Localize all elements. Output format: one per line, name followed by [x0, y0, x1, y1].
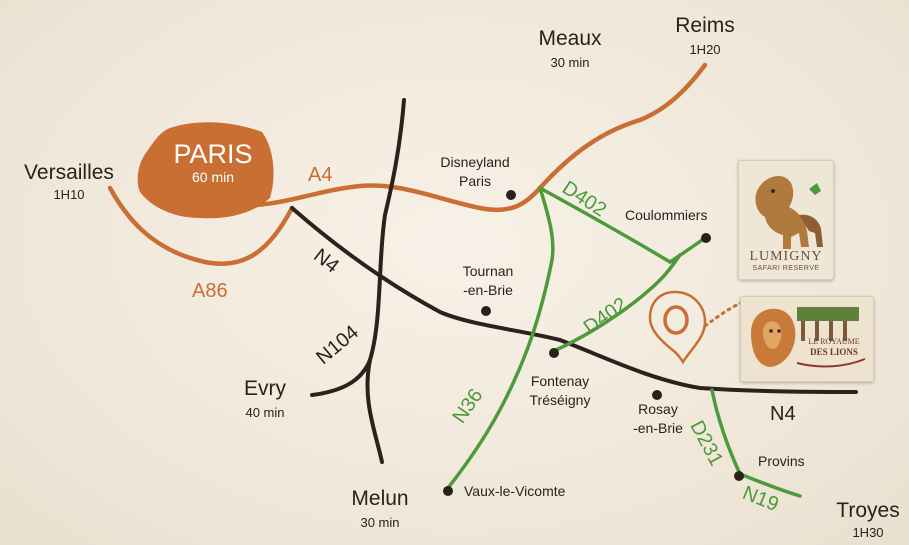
place-line: Fontenay	[530, 373, 590, 389]
royaume-des-lions-logo[interactable]: LE ROYAUME DES LIONS	[740, 296, 874, 382]
lumigny-subtitle: SAFARI RESERVE	[752, 265, 820, 272]
city-evry[interactable]: Evry 40 min	[225, 377, 305, 421]
road-label-a4: A4	[308, 164, 333, 186]
lumigny-title: LUMIGNY	[749, 249, 823, 264]
city-name: Versailles	[24, 161, 114, 184]
city-time: 1H10	[53, 187, 85, 203]
city-name: Evry	[244, 377, 286, 400]
royaume-subtitle: DES LIONS	[810, 347, 858, 357]
city-name: Reims	[675, 14, 735, 37]
city-time: 30 min	[360, 515, 400, 531]
place-disneyland[interactable]: Disneyland Paris	[430, 155, 520, 188]
paris-area	[137, 122, 274, 219]
road-n36	[446, 186, 555, 490]
place-rosay[interactable]: Rosay -en-Brie	[618, 402, 698, 435]
place-fontenay[interactable]: Fontenay Tréséigny	[520, 374, 600, 407]
place-line: Rosay	[638, 401, 678, 417]
royaume-illustration	[751, 307, 866, 368]
city-meaux[interactable]: Meaux 30 min	[520, 27, 620, 71]
lumigny-safari-logo[interactable]: LUMIGNY SAFARI RESERVE	[738, 160, 834, 280]
city-versailles[interactable]: Versailles 1H10	[14, 161, 124, 203]
place-coulommiers[interactable]: Coulommiers	[625, 207, 708, 223]
royaume-title: LE ROYAUME	[808, 337, 860, 346]
city-reims[interactable]: Reims 1H20	[655, 14, 755, 58]
town-dot-icon	[443, 190, 744, 496]
city-name: Troyes	[836, 499, 900, 522]
place-provins[interactable]: Provins	[758, 453, 805, 469]
city-time: 30 min	[550, 55, 590, 71]
road-a4	[252, 62, 708, 213]
lion-illustration	[755, 176, 823, 249]
place-line: -en-Brie	[633, 419, 683, 436]
place-vaux[interactable]: Vaux-le-Vicomte	[464, 483, 566, 499]
road-d402-north	[538, 186, 707, 265]
road-label-a86: A86	[192, 280, 228, 302]
place-line: Disneyland	[440, 154, 510, 170]
city-time: 1H20	[689, 42, 721, 58]
place-line: -en-Brie	[463, 281, 513, 298]
road-melun-branch	[365, 358, 384, 464]
road-n4	[290, 206, 858, 394]
road-a86	[107, 185, 295, 266]
paris-time: 60 min	[191, 169, 235, 186]
city-melun[interactable]: Melun 30 min	[330, 487, 430, 531]
road-label-n4-east: N4	[770, 403, 796, 425]
paris-label[interactable]: PARIS 60 min	[158, 140, 268, 185]
place-tournan[interactable]: Tournan -en-Brie	[448, 264, 528, 297]
place-line: Tournan	[462, 263, 514, 279]
place-line: Paris	[459, 172, 491, 189]
city-name: Meaux	[538, 27, 602, 50]
city-time: 40 min	[245, 405, 285, 421]
location-pin-icon[interactable]	[648, 290, 707, 365]
road-n104	[310, 98, 406, 397]
paris-name: PARIS	[173, 139, 253, 169]
road-d402-south	[550, 253, 682, 354]
city-troyes[interactable]: Troyes 1H30	[828, 499, 908, 541]
place-line: Tréséigny	[529, 391, 591, 408]
city-time: 1H30	[852, 525, 884, 541]
city-name: Melun	[351, 487, 409, 510]
